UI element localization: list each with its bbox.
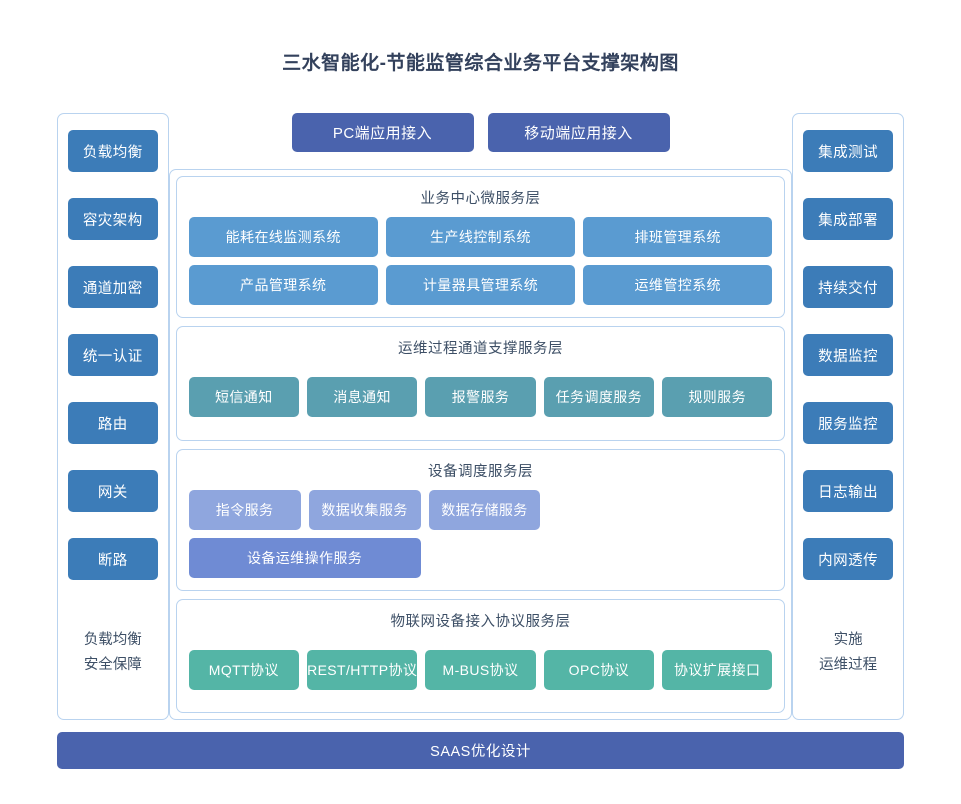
sidebar-item-routing[interactable]: 路由 <box>67 402 158 444</box>
sidebar-item-unified-auth[interactable]: 统一认证 <box>67 334 158 376</box>
right-sidebar: 集成测试 集成部署 持续交付 数据监控 服务监控 日志输出 内网透传 实施 运维… <box>792 113 904 720</box>
protocol-extension-interface[interactable]: 协议扩展接口 <box>662 649 773 690</box>
right-sidebar-footer-line1: 实施 <box>833 632 863 648</box>
service-rule-engine[interactable]: 规则服务 <box>662 377 773 418</box>
left-sidebar-footer: 负载均衡 安全保障 <box>84 628 142 678</box>
saas-footer-bar[interactable]: SAAS优化设计 <box>57 732 904 769</box>
service-energy-online-monitoring[interactable]: 能耗在线监测系统 <box>188 217 378 257</box>
protocol-mqtt[interactable]: MQTT协议 <box>188 649 299 690</box>
right-sidebar-footer-line2: 运维过程 <box>819 657 878 673</box>
protocol-rest-http[interactable]: REST/HTTP协议 <box>306 649 418 690</box>
layer-items-ops: 短信通知 消息通知 报警服务 任务调度服务 规则服务 <box>188 367 773 428</box>
service-message-notification[interactable]: 消息通知 <box>306 377 418 418</box>
sidebar-item-circuit-breaker[interactable]: 断路 <box>67 538 158 580</box>
sidebar-item-log-output[interactable]: 日志输出 <box>803 470 894 512</box>
service-device-ops-operation[interactable]: 设备运维操作服务 <box>188 537 421 578</box>
right-sidebar-footer: 实施 运维过程 <box>819 628 877 678</box>
protocol-mbus[interactable]: M-BUS协议 <box>425 649 536 690</box>
layer-items-iot: MQTT协议 REST/HTTP协议 M-BUS协议 OPC协议 协议扩展接口 <box>188 640 773 701</box>
mobile-access-button[interactable]: 移动端应用接入 <box>487 113 670 152</box>
layer-business-microservice: 业务中心微服务层 能耗在线监测系统 生产线控制系统 排班管理系统 产品管理系统 … <box>175 176 786 318</box>
page-title: 三水智能化-节能监管综合业务平台支撑架构图 <box>282 53 679 74</box>
service-data-storage[interactable]: 数据存储服务 <box>428 489 541 530</box>
layers-container: 业务中心微服务层 能耗在线监测系统 生产线控制系统 排班管理系统 产品管理系统 … <box>168 169 793 720</box>
access-button-row: PC端应用接入 移动端应用接入 <box>169 113 793 152</box>
left-sidebar: 负载均衡 容灾架构 通道加密 统一认证 路由 网关 断路 负载均衡 安全保障 <box>57 113 169 720</box>
layer-ops-channel-support: 运维过程通道支撑服务层 短信通知 消息通知 报警服务 任务调度服务 规则服务 <box>175 326 786 441</box>
sidebar-item-integration-test[interactable]: 集成测试 <box>803 130 894 172</box>
service-data-collection[interactable]: 数据收集服务 <box>308 489 421 530</box>
protocol-opc[interactable]: OPC协议 <box>543 649 655 690</box>
service-sms-notification[interactable]: 短信通知 <box>188 377 299 418</box>
pc-access-button[interactable]: PC端应用接入 <box>291 113 474 152</box>
layer-items-device: 指令服务 数据收集服务 数据存储服务 设备运维操作服务 <box>188 489 773 578</box>
sidebar-item-service-monitoring[interactable]: 服务监控 <box>803 402 894 444</box>
sidebar-item-channel-encryption[interactable]: 通道加密 <box>67 266 158 308</box>
layer-device-scheduling: 设备调度服务层 指令服务 数据收集服务 数据存储服务 设备运维操作服务 <box>175 448 786 591</box>
left-sidebar-footer-line2: 安全保障 <box>83 657 142 673</box>
diagram-frame: 负载均衡 容灾架构 通道加密 统一认证 路由 网关 断路 负载均衡 安全保障 P… <box>57 113 904 720</box>
service-metering-device-management[interactable]: 计量器具管理系统 <box>385 265 576 305</box>
layer-items-business: 能耗在线监测系统 生产线控制系统 排班管理系统 产品管理系统 计量器具管理系统 … <box>188 217 773 305</box>
sidebar-item-load-balance[interactable]: 负载均衡 <box>67 130 158 172</box>
layer-iot-protocol-access: 物联网设备接入协议服务层 MQTT协议 REST/HTTP协议 M-BUS协议 … <box>175 598 786 713</box>
service-production-line-control[interactable]: 生产线控制系统 <box>385 217 576 257</box>
sidebar-item-intranet-tunneling[interactable]: 内网透传 <box>803 538 894 580</box>
left-sidebar-footer-line1: 负载均衡 <box>83 632 142 648</box>
service-task-scheduling[interactable]: 任务调度服务 <box>543 377 655 418</box>
sidebar-item-integration-deploy[interactable]: 集成部署 <box>803 198 894 240</box>
center-column: PC端应用接入 移动端应用接入 业务中心微服务层 能耗在线监测系统 生产线控制系… <box>168 113 793 720</box>
sidebar-item-data-monitoring[interactable]: 数据监控 <box>803 334 894 376</box>
sidebar-item-disaster-recovery[interactable]: 容灾架构 <box>67 198 158 240</box>
service-product-management[interactable]: 产品管理系统 <box>188 265 378 305</box>
service-alarm[interactable]: 报警服务 <box>425 377 536 418</box>
service-command[interactable]: 指令服务 <box>188 489 301 530</box>
layer-title-iot: 物联网设备接入协议服务层 <box>390 613 571 630</box>
service-ops-control[interactable]: 运维管控系统 <box>583 265 773 305</box>
sidebar-item-continuous-delivery[interactable]: 持续交付 <box>803 266 894 308</box>
layer-title-ops: 运维过程通道支撑服务层 <box>398 341 563 357</box>
service-shift-management[interactable]: 排班管理系统 <box>583 217 773 257</box>
sidebar-item-gateway[interactable]: 网关 <box>67 470 158 512</box>
layer-title-business: 业务中心微服务层 <box>420 191 541 207</box>
layer-title-device: 设备调度服务层 <box>428 463 533 480</box>
